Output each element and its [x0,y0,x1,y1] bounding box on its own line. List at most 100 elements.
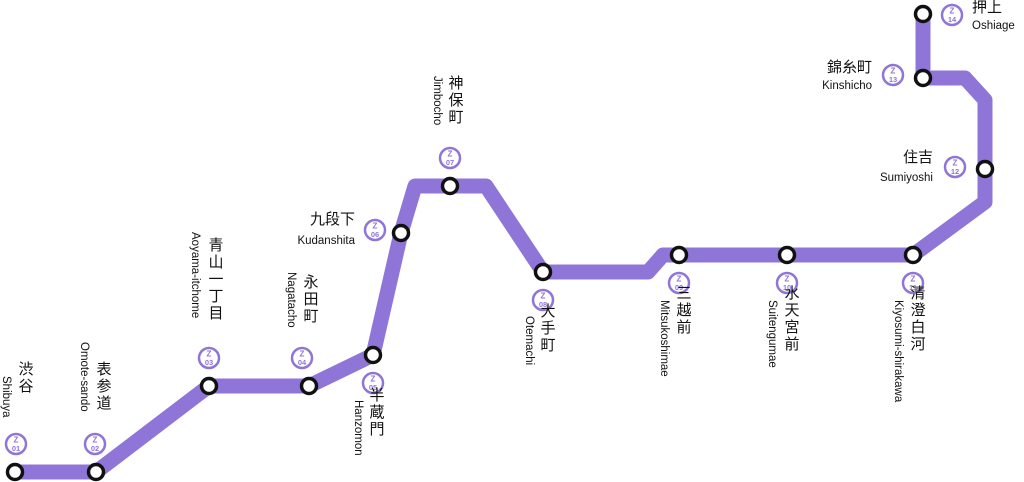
station-name-en: Hanzomon [352,400,364,456]
badge-station-number: 05 [369,383,377,392]
badge-ring [881,63,905,87]
badge-ring [361,371,385,395]
station-number-badge: Z04 [290,346,314,370]
badge-ring [83,432,107,456]
station-dot[interactable] [913,4,933,24]
station-name-en: Kudanshita [297,235,355,247]
station-number-badge: Z02 [83,432,107,456]
station-07[interactable]: Z07 神保町 Jimbocho [431,74,464,196]
badge-line-letter: Z [891,67,896,76]
station-name-en: Omote-sando [78,342,90,412]
station-name-ja: 表参道 [96,360,111,412]
badge-line-letter: Z [950,7,955,16]
station-number-badge: Z10 [775,271,799,295]
station-name-en: Aoyama-itchome [189,232,201,318]
station-name-ja: 永田町 [303,273,318,325]
station-dot[interactable] [975,159,995,179]
station-01[interactable]: Z01 渋谷 Shibuya [0,360,34,482]
station-dot[interactable] [5,462,25,482]
badge-line-letter: Z [448,150,453,159]
station-name-en: Otemachi [523,316,535,365]
station-dot[interactable] [199,376,219,396]
station-number-badge: Z12 [943,155,967,179]
station-name-ja: 神保町 [448,74,463,126]
station-name-en: Oshiage [972,20,1015,32]
station-name-ja: 清澄白河 [910,284,925,353]
station-name-ja: 渋谷 [18,360,33,395]
badge-line-letter: Z [93,436,98,445]
badge-line-letter: Z [677,275,682,284]
badge-ring [531,288,555,312]
station-name-en: Shibuya [0,376,12,418]
badge-line-letter: Z [371,375,376,384]
badge-line-letter: Z [953,159,958,168]
badge-ring [943,155,967,179]
station-number-badge: Z01 [4,432,28,456]
station-name-en: Mitsukoshimae [658,300,670,377]
station-14[interactable]: Z14 押上 Oshiage [913,0,1015,32]
station-number-badge: Z07 [438,146,462,170]
badge-station-number: 11 [909,283,917,292]
badge-line-letter: Z [207,350,212,359]
station-dot[interactable] [533,262,553,282]
station-04[interactable]: Z04 永田町 Nagatacho [285,272,319,396]
badge-station-number: 06 [371,230,379,239]
badge-ring [438,146,462,170]
station-dot[interactable] [440,176,460,196]
badge-line-letter: Z [14,436,19,445]
station-dot[interactable] [777,245,797,265]
station-name-ja: 青山一丁目 [208,236,223,322]
station-number-badge: Z13 [881,63,905,87]
badge-line-letter: Z [300,350,305,359]
station-number-badge: Z03 [197,346,221,370]
badge-ring [290,346,314,370]
station-name-en: Sumiyoshi [880,172,933,184]
badge-line-letter: Z [911,275,916,284]
station-03[interactable]: Z03 青山一丁目 Aoyama-itchome [189,232,224,396]
badge-station-number: 13 [889,75,897,84]
badge-station-number: 10 [783,283,791,292]
badge-line-letter: Z [785,275,790,284]
badge-station-number: 08 [539,300,547,309]
badge-ring [4,432,28,456]
station-name-en: Kiyosumi-shirakawa [892,300,904,403]
badge-station-number: 01 [12,444,20,453]
station-dot[interactable] [299,376,319,396]
station-number-badge: Z05 [361,371,385,395]
badge-ring [940,3,964,27]
station-number-badge: Z06 [363,218,387,242]
station-dot[interactable] [86,462,106,482]
station-dot[interactable] [363,345,383,365]
station-name-en: Suitengumae [766,300,778,368]
station-name-en: Kinshicho [822,80,872,92]
badge-station-number: 07 [446,158,454,167]
station-name-ja: 三越前 [676,284,691,336]
station-dot[interactable] [913,68,933,88]
badge-station-number: 03 [205,358,213,367]
station-number-badge: Z08 [531,288,555,312]
station-name-en: Nagatacho [285,272,297,328]
station-name-en: Jimbocho [431,76,443,125]
station-dot[interactable] [391,223,411,243]
badge-station-number: 04 [298,358,307,367]
station-dot[interactable] [669,245,689,265]
station-name-ja: 水天宮前 [784,284,799,353]
station-dot[interactable] [903,245,923,265]
station-number-badge: Z11 [901,271,925,295]
badge-ring [363,218,387,242]
badge-ring [197,346,221,370]
station-name-ja: 押上 [972,0,1002,16]
station-number-badge: Z14 [940,3,964,27]
badge-ring [667,271,691,295]
station-02[interactable]: Z02 表参道 Omote-sando [78,342,112,482]
